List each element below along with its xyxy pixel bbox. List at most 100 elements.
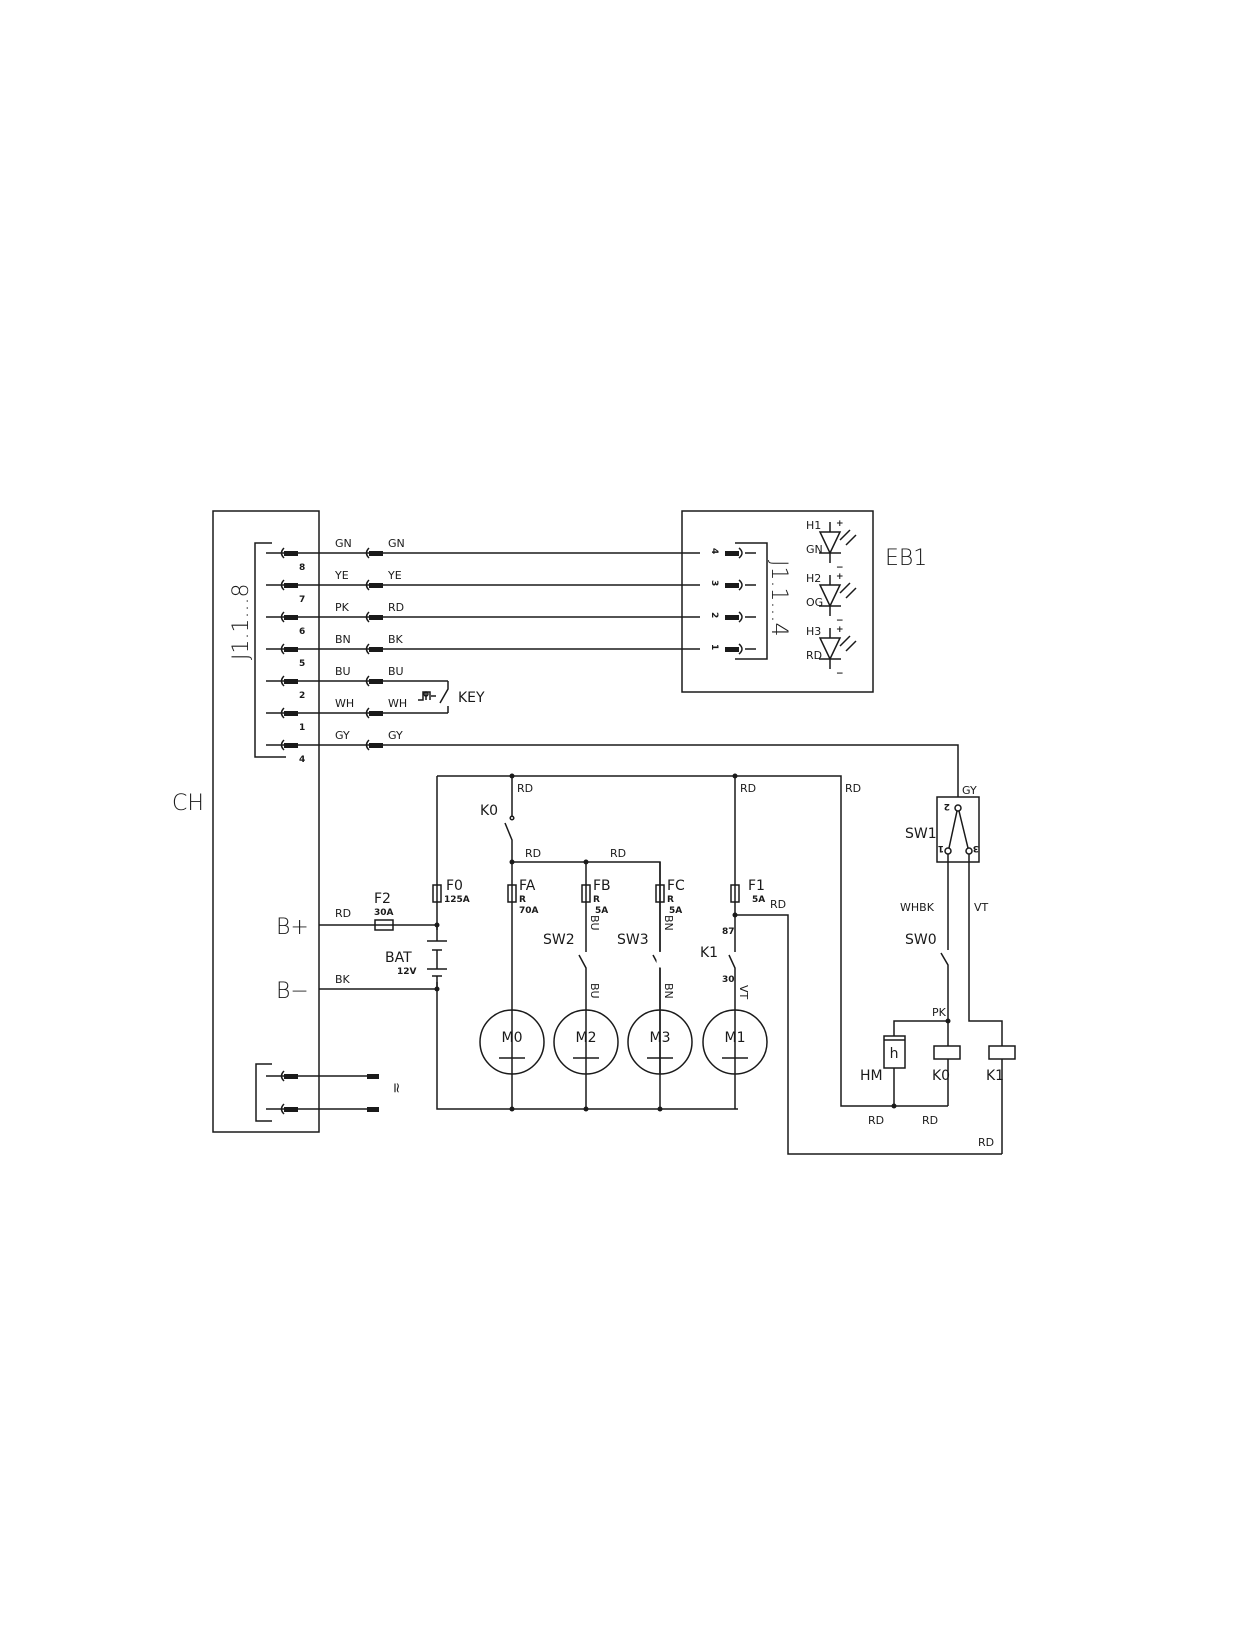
svg-text:+: + — [836, 625, 844, 635]
svg-text:FC: FC — [667, 878, 685, 894]
svg-text:+: + — [836, 572, 844, 582]
motor-m3: M3 — [627, 1009, 693, 1075]
ac-connectors: ≃ — [255, 1063, 404, 1122]
fuse-fa — [507, 884, 517, 903]
ac-symbol: ≃ — [388, 1082, 404, 1094]
k0-contact-label: K0 — [480, 803, 498, 819]
svg-text:3: 3 — [973, 843, 979, 853]
ch-label: CH — [172, 791, 204, 816]
wire-color-right: YE — [387, 569, 402, 582]
svg-text:H2: H2 — [806, 572, 821, 585]
wire-color-right: BU — [388, 665, 404, 678]
led-h3: H3 RD + − — [806, 625, 857, 679]
branch-labels: SW2 SW3 K1 87 30 BU BU BN BN VT — [543, 915, 750, 1000]
power-supply: B+ B− RD BK F2 30A BAT 12V — [276, 776, 738, 1110]
wire-color-right: WH — [388, 697, 407, 710]
svg-text:GY: GY — [962, 784, 977, 797]
svg-text:PK: PK — [932, 1006, 947, 1019]
motor-m1: M1 — [702, 1009, 768, 1075]
svg-text:R: R — [667, 895, 674, 905]
svg-text:RD: RD — [978, 1136, 994, 1149]
wire-color-right: BK — [388, 633, 404, 646]
svg-text:SW2: SW2 — [543, 932, 575, 948]
svg-text:M0: M0 — [502, 1030, 523, 1046]
led-h2: H2 OG + − — [806, 572, 857, 626]
svg-text:FB: FB — [593, 878, 611, 894]
svg-text:H1: H1 — [806, 519, 821, 532]
wire-color-left: BU — [335, 665, 351, 678]
svg-text:WHBK: WHBK — [900, 901, 935, 914]
pin-number: 1 — [299, 723, 305, 733]
svg-text:F0: F0 — [446, 878, 463, 894]
svg-text:30A: 30A — [374, 908, 394, 918]
svg-text:−: − — [836, 616, 844, 626]
svg-text:RD: RD — [845, 782, 861, 795]
svg-text:BU: BU — [588, 915, 601, 931]
pin-row-4: 4 GY GY — [266, 729, 959, 797]
svg-text:12V: 12V — [397, 967, 417, 977]
motor-m2: M2 — [553, 1009, 619, 1075]
svg-text:RD: RD — [740, 782, 756, 795]
motors: M0 M2 M3 M1 — [479, 1009, 768, 1075]
svg-text:−: − — [836, 563, 844, 573]
k1-coil — [988, 1045, 1016, 1060]
wire-color-left: BN — [335, 633, 351, 646]
svg-text:R: R — [519, 895, 526, 905]
bminus-label: B− — [276, 979, 309, 1004]
svg-text:FA: FA — [519, 878, 536, 894]
svg-text:BN: BN — [662, 983, 675, 999]
svg-text:30: 30 — [722, 975, 735, 985]
svg-text:M2: M2 — [576, 1030, 597, 1046]
k0-coil — [933, 1045, 961, 1060]
svg-text:F2: F2 — [374, 891, 391, 907]
svg-text:BN: BN — [662, 915, 675, 931]
svg-text:125A: 125A — [444, 895, 470, 905]
j1-eb1-bracket — [735, 542, 768, 660]
fuse-f1 — [730, 884, 740, 903]
j1-ch-label: J1.1...8 — [229, 584, 254, 660]
eb1-pin-number: 3 — [709, 580, 719, 586]
key-switch: KEY — [418, 681, 485, 713]
svg-text:HM: HM — [860, 1068, 883, 1084]
svg-text:5A: 5A — [669, 906, 682, 916]
pin-row-5: 5 BN BK — [266, 633, 700, 669]
wire-color-left: GN — [335, 537, 352, 550]
bplus-label: B+ — [276, 915, 309, 940]
svg-text:+: + — [836, 519, 844, 529]
wire-color-left: YE — [334, 569, 349, 582]
svg-text:87: 87 — [722, 927, 735, 937]
svg-text:RD: RD — [335, 907, 351, 920]
eb1-pins: 4 3 2 1 — [709, 547, 756, 655]
led-h1: H1 GN + − — [806, 519, 857, 573]
fuse-fb — [581, 884, 591, 903]
svg-text:BK: BK — [335, 973, 351, 986]
svg-text:H3: H3 — [806, 625, 821, 638]
svg-text:h: h — [890, 1046, 899, 1062]
svg-text:F1: F1 — [748, 878, 765, 894]
eb1-pin-number: 4 — [709, 548, 719, 554]
svg-text:SW3: SW3 — [617, 932, 649, 948]
pin-number: 4 — [299, 755, 305, 765]
motor-m0: M0 — [479, 1009, 545, 1075]
pin-row-2: 2 BU BU — [266, 665, 448, 701]
svg-text:RD: RD — [922, 1114, 938, 1127]
eb1-pin-number: 2 — [709, 612, 719, 618]
hour-meter — [883, 1035, 906, 1069]
svg-text:VT: VT — [737, 985, 750, 1000]
svg-text:VT: VT — [974, 901, 989, 914]
pin-number: 8 — [299, 563, 305, 573]
eb1-block — [681, 510, 874, 693]
control-circuit: 2 1 3 SW1 GY WHBK VT SW0 PK h HM K0 K1 R… — [860, 784, 1016, 1154]
svg-text:SW1: SW1 — [905, 826, 937, 842]
svg-text:2: 2 — [944, 801, 950, 811]
svg-text:RD: RD — [525, 847, 541, 860]
svg-text:BAT: BAT — [385, 950, 412, 966]
wire-color-right: GY — [388, 729, 403, 742]
svg-text:RD: RD — [770, 898, 786, 911]
svg-text:M1: M1 — [725, 1030, 746, 1046]
pin-number: 7 — [299, 595, 305, 605]
wire-color-left: GY — [335, 729, 350, 742]
eb1-label: EB1 — [885, 546, 927, 571]
connector-rows: 8 GN GN 7 YE YE 6 PK RD 5 BN BK — [266, 537, 959, 797]
